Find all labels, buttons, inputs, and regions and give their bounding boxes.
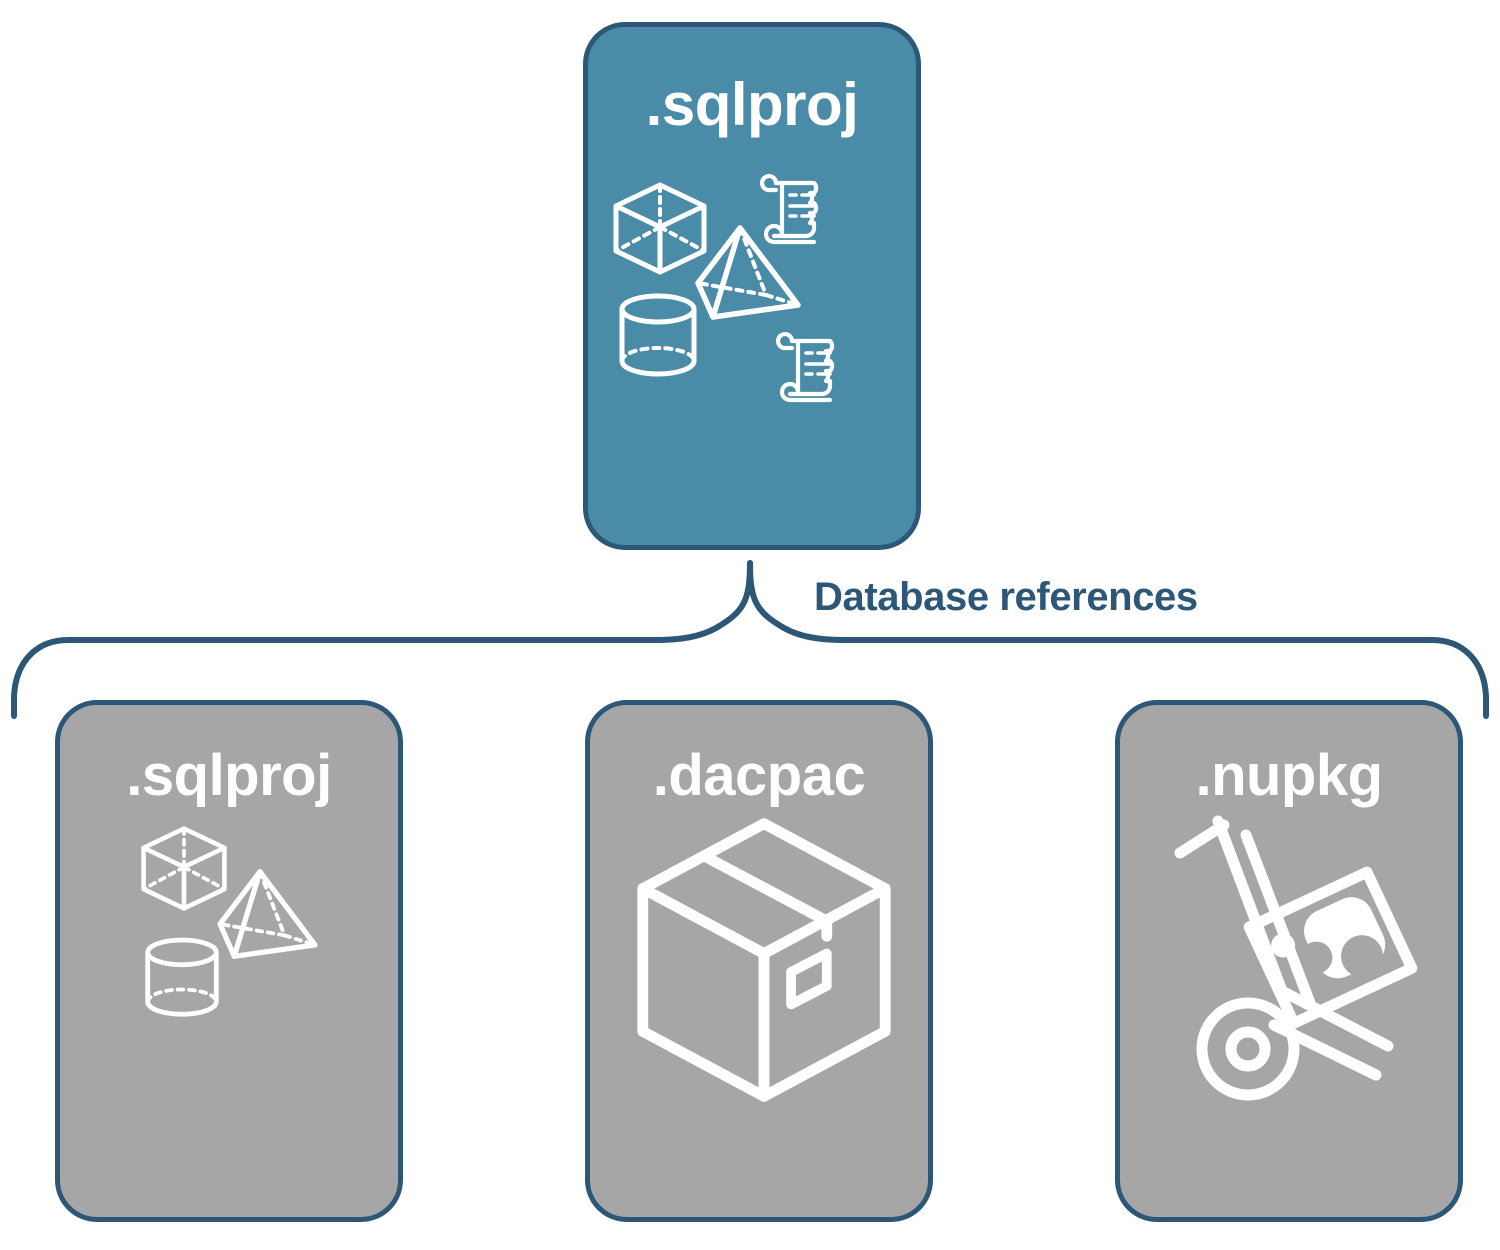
script-scroll-icon bbox=[776, 331, 835, 403]
script-scroll-icon bbox=[760, 173, 819, 245]
node-child-sqlproj-icon-group bbox=[60, 805, 398, 1217]
node-root-label: .sqlproj bbox=[645, 71, 859, 138]
node-child-sqlproj[interactable]: .sqlproj bbox=[55, 700, 403, 1222]
wireframe-pyramid-icon bbox=[695, 225, 801, 320]
node-child-dacpac-icon-group bbox=[590, 805, 928, 1217]
node-child-nupkg[interactable]: .nupkg bbox=[1115, 700, 1463, 1222]
database-references-label: Database references bbox=[814, 575, 1198, 619]
node-root-icon-group bbox=[588, 135, 916, 545]
wireframe-cube-icon bbox=[141, 826, 227, 911]
wireframe-cylinder-icon bbox=[145, 937, 219, 1017]
node-root-sqlproj[interactable]: .sqlproj bbox=[583, 22, 921, 550]
node-child-dacpac[interactable]: .dacpac bbox=[585, 700, 933, 1222]
node-child-nupkg-icon-group bbox=[1120, 805, 1458, 1217]
package-box-icon bbox=[637, 818, 891, 1102]
wireframe-cylinder-icon bbox=[619, 293, 697, 377]
hand-truck-package-icon bbox=[1174, 815, 1418, 1101]
wireframe-cube-icon bbox=[613, 182, 707, 275]
node-child-sqlproj-label: .sqlproj bbox=[126, 743, 332, 808]
node-child-dacpac-label: .dacpac bbox=[652, 743, 866, 808]
wireframe-pyramid-icon bbox=[217, 869, 318, 959]
node-child-nupkg-label: .nupkg bbox=[1195, 743, 1383, 808]
